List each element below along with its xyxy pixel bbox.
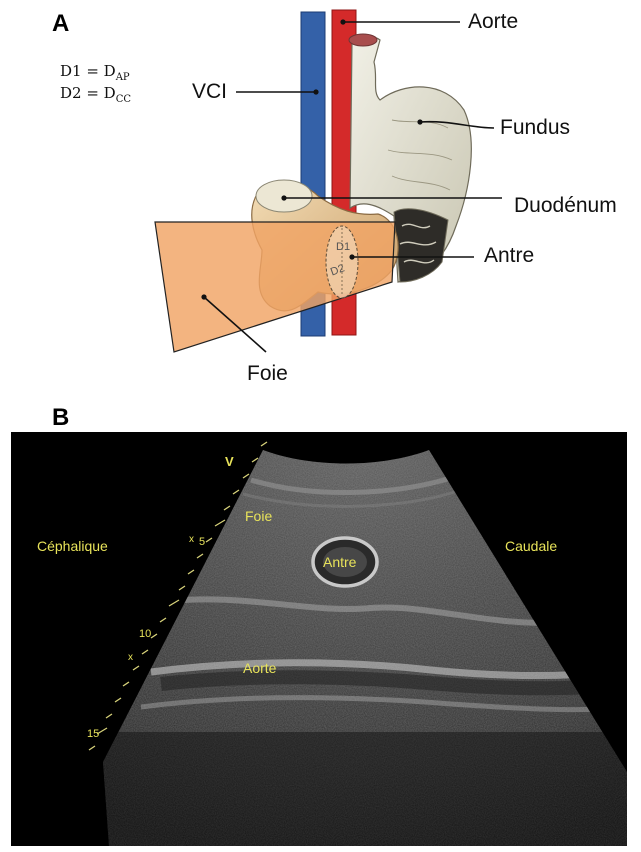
stomach-mucosa	[394, 209, 448, 282]
scale-mark-10: 10	[139, 628, 151, 640]
label-us-aorte: Aorte	[243, 660, 276, 676]
liver-probe-field	[155, 222, 395, 352]
label-us-antre: Antre	[323, 554, 356, 570]
depth-cursor-2: x	[128, 652, 133, 663]
scale-mark-5: 5	[199, 536, 205, 548]
duodenum-leader-dot	[281, 195, 286, 200]
ultrasound-image: x x V 5 10 15 Céphalique Caudale Foie An…	[11, 432, 627, 846]
label-vci: VCI	[192, 80, 227, 104]
label-aorte: Aorte	[468, 10, 518, 34]
far-field-shadow	[11, 732, 627, 846]
esophagus-opening	[349, 34, 377, 46]
label-us-foie: Foie	[245, 508, 272, 524]
label-cephalique: Céphalique	[37, 538, 108, 554]
ultrasound-scan: x x	[11, 432, 627, 846]
aorte-leader-dot	[340, 19, 345, 24]
panel-b-letter: B	[52, 404, 69, 432]
foie-leader-dot	[201, 294, 206, 299]
label-foie: Foie	[247, 362, 288, 386]
inset-d1-label: D1	[336, 241, 350, 253]
label-caudale: Caudale	[505, 538, 557, 554]
label-antre: Antre	[484, 244, 534, 268]
label-duodenum: Duodénum	[514, 194, 617, 218]
orientation-marker: V	[225, 454, 234, 469]
antre-leader-dot	[349, 254, 354, 259]
fundus-leader-dot	[417, 119, 422, 124]
vci-leader-dot	[313, 89, 318, 94]
scale-mark-15: 15	[87, 728, 99, 740]
label-fundus: Fundus	[500, 116, 570, 140]
depth-cursor-1: x	[189, 534, 194, 545]
